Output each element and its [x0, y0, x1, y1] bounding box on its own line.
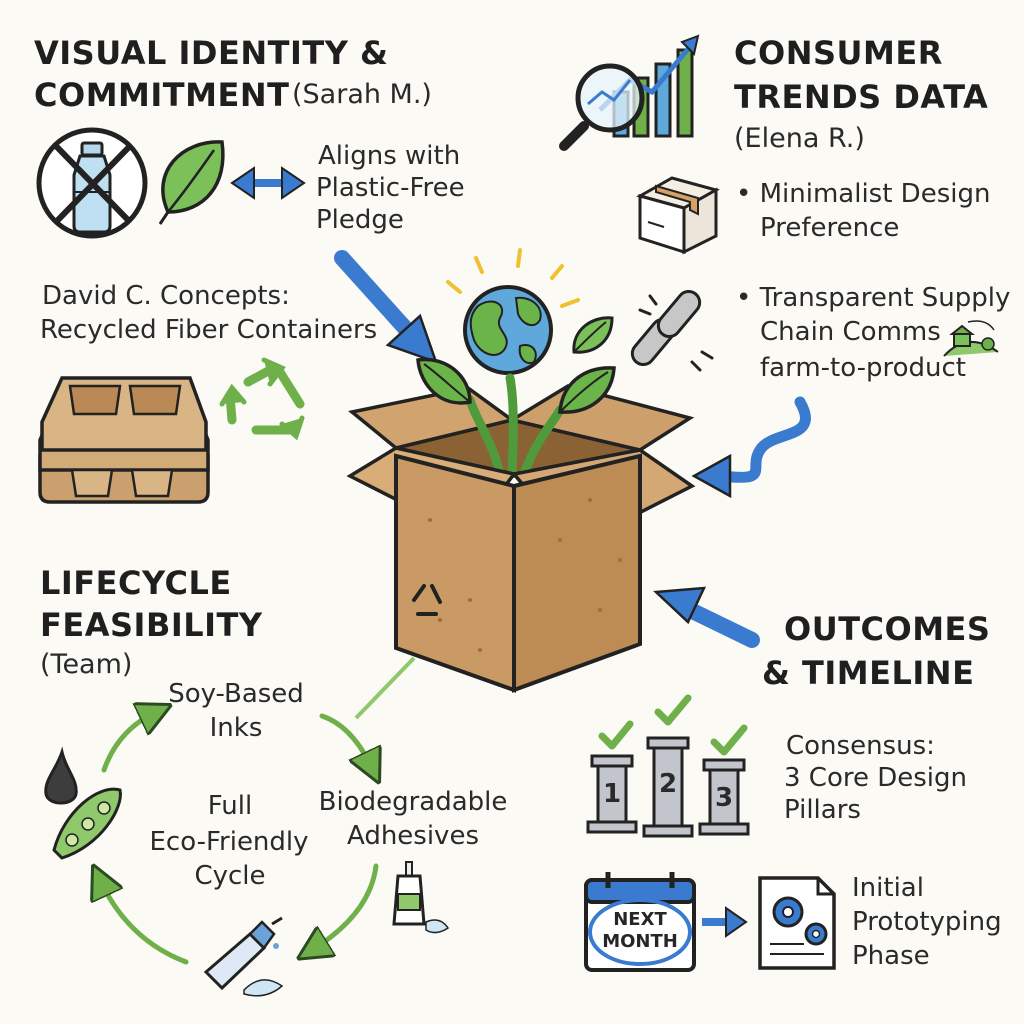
consumer-trends-author: (Elena R.)	[734, 123, 865, 154]
globe-icon	[446, 248, 580, 375]
document-gears-icon	[758, 876, 836, 970]
soy-inks-line-2: Inks	[209, 713, 263, 743]
lifecycle-title-1: LIFECYCLE	[40, 564, 232, 602]
soybean-icon	[52, 787, 122, 860]
pledge-note-3: Pledge	[316, 205, 404, 235]
ink-drop-icon	[44, 746, 78, 805]
concepts-line-1: David C. Concepts:	[42, 281, 290, 311]
leaf-icon	[158, 140, 225, 225]
glue-tube-icon	[203, 916, 284, 997]
lifecycle-author: (Team)	[40, 649, 133, 680]
recycled-fiber-trays-icon	[38, 376, 210, 504]
arrow-from-trends	[691, 396, 811, 499]
recycle-icon	[219, 357, 305, 441]
trend-bullet-1-line-1: • Minimalist Design	[736, 179, 991, 209]
phase-line-1: Initial	[852, 873, 924, 903]
outcomes-title-1: OUTCOMES	[784, 610, 991, 648]
visual-identity-title-1: VISUAL IDENTITY &	[34, 34, 389, 72]
glue-bottle-icon	[392, 861, 450, 934]
outcomes-title-2: & TIMELINE	[762, 654, 975, 692]
package-box-icon	[636, 176, 720, 255]
pledge-note-1: Aligns with	[318, 141, 461, 171]
cycle-center-line-2: Eco-Friendly	[149, 827, 309, 857]
calendar-text-2: MONTH	[602, 931, 678, 952]
trend-bullet-2-line-1: • Transparent Supply	[736, 283, 1011, 313]
magnifier-chart-icon	[559, 34, 700, 151]
arrow-to-prototype	[702, 906, 748, 938]
pledge-note-2: Plastic-Free	[316, 173, 465, 203]
trend-bullet-2-line-2: Chain Comms	[760, 317, 941, 347]
concepts-line-2: Recycled Fiber Containers	[40, 315, 378, 345]
pillar-label-1: 1	[602, 779, 622, 809]
visual-identity-title-2: COMMITMENT	[34, 76, 290, 114]
arrow-from-outcomes	[653, 586, 760, 648]
double-arrow-icon	[230, 166, 306, 200]
small-leaf-icon	[572, 316, 614, 354]
calendar-icon	[584, 872, 696, 972]
connector-line	[354, 656, 416, 720]
pillar-label-2: 2	[658, 769, 678, 799]
cycle-center-line-1: Full	[207, 791, 253, 821]
pillars-icon	[586, 694, 750, 838]
visual-identity-author: (Sarah M.)	[292, 79, 432, 110]
cycle-center-line-3: Cycle	[194, 861, 266, 891]
consensus-line-2: 3 Core Design	[784, 763, 968, 793]
consumer-trends-title-1: CONSUMER	[734, 34, 943, 72]
cardboard-box-icon	[346, 357, 696, 693]
phase-line-2: Prototyping	[852, 907, 1002, 937]
farm-icon	[943, 320, 999, 357]
soy-inks-line-1: Soy-Based	[168, 679, 304, 709]
no-plastic-bottle-icon	[36, 127, 148, 239]
phase-line-3: Phase	[852, 941, 930, 971]
consensus-line-1: Consensus:	[786, 731, 935, 761]
consensus-line-3: Pillars	[784, 795, 861, 825]
trend-bullet-2-line-3: farm-to-product	[760, 353, 966, 383]
consumer-trends-title-2: TRENDS DATA	[734, 78, 989, 116]
chain-link-icon	[630, 290, 714, 372]
lifecycle-arrows	[100, 712, 376, 965]
calendar-text-1: NEXT	[613, 909, 667, 930]
arrow-to-box-topleft	[334, 250, 439, 365]
lifecycle-title-2: FEASIBILITY	[40, 606, 263, 644]
trend-bullet-1-line-2: Preference	[760, 213, 900, 243]
pillar-label-3: 3	[714, 783, 734, 813]
adhesives-line-1: Biodegradable	[318, 787, 508, 817]
adhesives-line-2: Adhesives	[346, 821, 479, 851]
